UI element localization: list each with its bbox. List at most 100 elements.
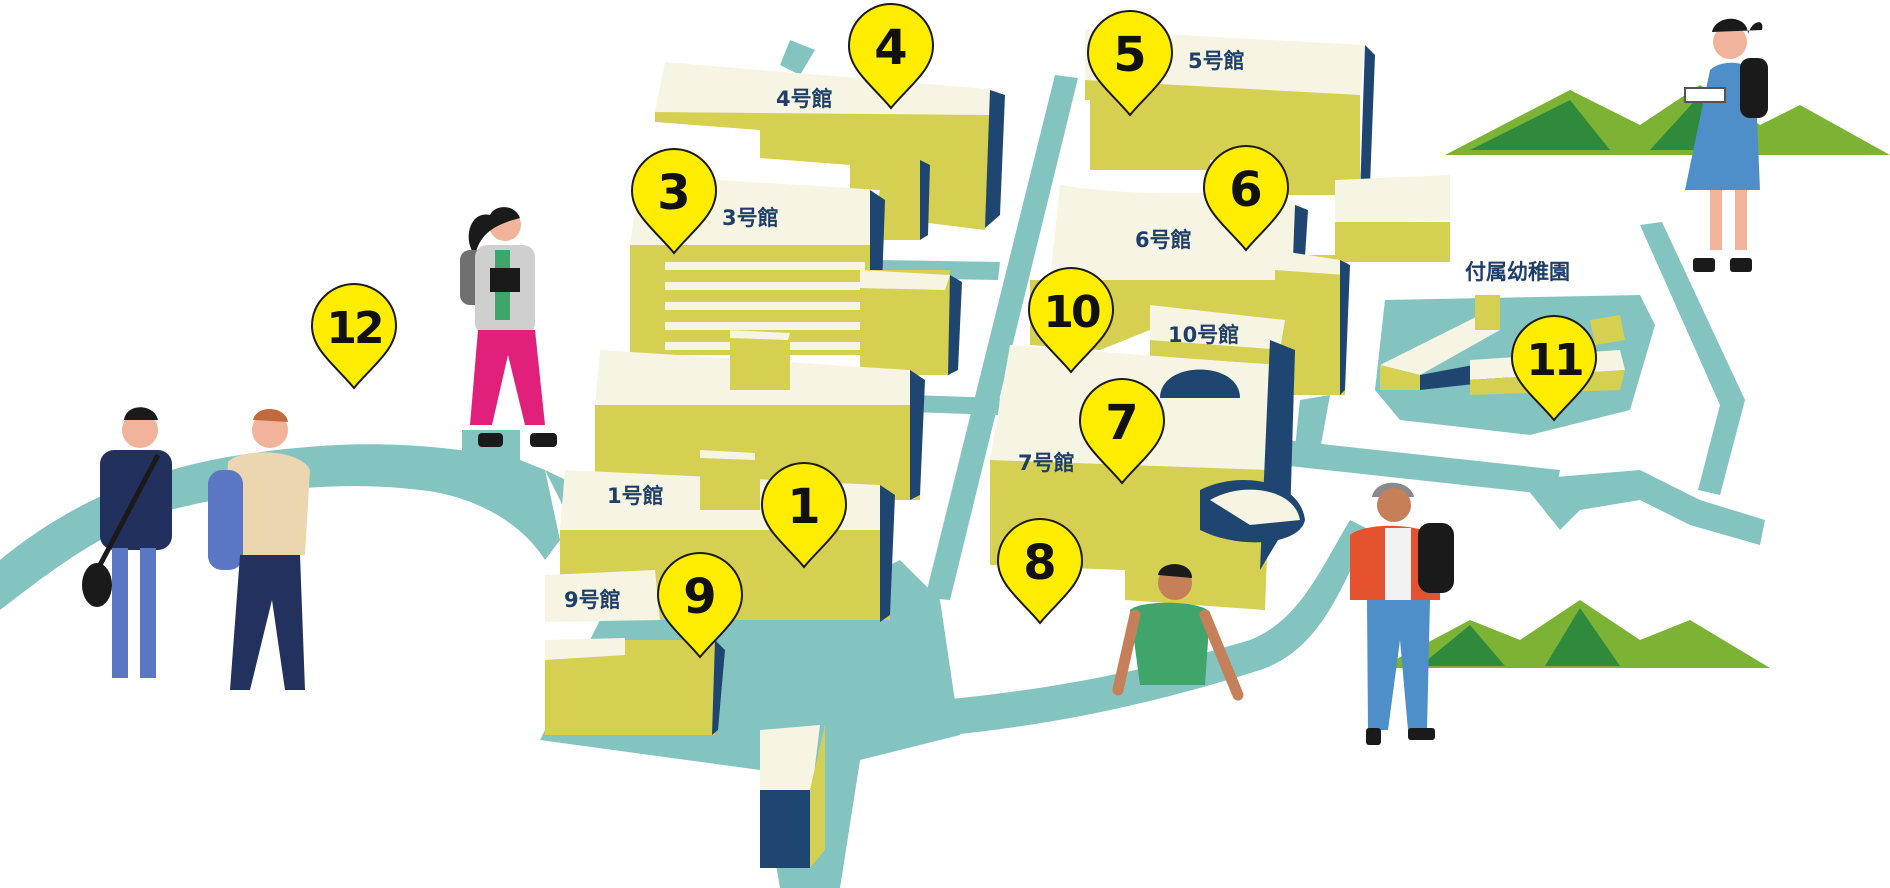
person-head [122, 412, 158, 448]
person-hair [253, 408, 288, 422]
person-leg [140, 548, 156, 678]
backpack-icon [1740, 58, 1768, 118]
person-shoe [478, 433, 503, 447]
map-pin-7[interactable]: 7 [1078, 377, 1166, 485]
person-shirt [1385, 528, 1411, 603]
building-4-wall [655, 112, 990, 230]
map-pin-11[interactable]: 11 [1510, 314, 1598, 422]
building-4-wing-side [920, 160, 930, 240]
building-9-side [712, 640, 725, 735]
building-9-top [545, 570, 660, 622]
building-9-roof [545, 638, 625, 660]
person-shoe [1693, 258, 1715, 272]
person-leg [1735, 190, 1747, 250]
building-9[interactable] [545, 570, 725, 735]
label-building-5: 5号館 [1188, 49, 1245, 73]
east-annex-top [1335, 175, 1450, 225]
road-north [780, 40, 815, 75]
building-4-side [985, 90, 1005, 228]
building-4-top [655, 62, 1000, 115]
building-6-wing-top [1275, 250, 1345, 275]
map-pin-number: 8 [1023, 535, 1056, 591]
label-building-7: 7号館 [1018, 451, 1075, 475]
person-head [1377, 488, 1411, 522]
label-building-3: 3号館 [722, 206, 779, 230]
map-pin-number: 10 [1043, 287, 1100, 338]
location-pins: 1 3 4 5 6 7 8 9 [310, 2, 1598, 659]
mountains-top-right [1445, 85, 1890, 155]
building-2-tower [730, 330, 790, 390]
person-shoe [530, 433, 557, 447]
building-10[interactable] [1150, 305, 1285, 365]
road-link-4 [910, 395, 1000, 415]
building-1-side [880, 485, 895, 622]
kg-wall-1 [1380, 365, 1420, 390]
map-pin-icon [1078, 377, 1166, 485]
label-building-1: 1号館 [607, 484, 664, 508]
label-kindergarten: 付属幼稚園 [1465, 260, 1570, 284]
south-tower-front [760, 790, 810, 868]
person-hair [124, 407, 158, 420]
person-shoe [1408, 728, 1435, 740]
map-pin-9[interactable]: 9 [656, 551, 744, 659]
kg-tower [1475, 295, 1500, 330]
book-icon [490, 268, 520, 292]
person-shoe [1366, 728, 1381, 745]
person-woman-blue [1684, 18, 1768, 272]
map-pin-8[interactable]: 8 [996, 517, 1084, 625]
mountain-shade [1470, 100, 1610, 150]
south-tower-top [760, 725, 820, 790]
building-5-side [1360, 45, 1375, 195]
backpack-icon [1418, 523, 1454, 593]
book-icon [1684, 87, 1726, 103]
stripe [665, 302, 865, 310]
person-shoe [1730, 258, 1752, 272]
map-pin-number: 4 [874, 20, 907, 76]
label-building-6: 6号館 [1135, 228, 1192, 252]
person-sweater [225, 452, 310, 555]
kg-top-1 [1380, 315, 1500, 375]
building-1-tower-top [700, 450, 755, 460]
person-pants [1367, 600, 1430, 730]
building-east-annex[interactable] [1335, 175, 1450, 262]
map-pin-10[interactable]: 10 [1027, 266, 1115, 374]
road-link-2 [1280, 440, 1560, 495]
building-1-tower [700, 450, 760, 510]
building-7-dome [1160, 369, 1240, 398]
person-leg [1710, 190, 1722, 250]
map-pin-icon [1510, 314, 1598, 422]
map-pin-3[interactable]: 3 [630, 147, 718, 255]
building-5-front [1090, 100, 1210, 170]
map-pin-icon [760, 461, 848, 569]
map-pin-1[interactable]: 1 [760, 461, 848, 569]
person-green-shirt [1112, 564, 1244, 701]
map-pin-number: 7 [1105, 395, 1138, 451]
backpack-icon [208, 470, 243, 570]
person-walking-pair [82, 407, 310, 690]
kg-east [1590, 315, 1625, 345]
map-pin-6[interactable]: 6 [1202, 144, 1290, 252]
person-shirt [1130, 602, 1210, 685]
building-10-top [1150, 305, 1285, 350]
map-pin-5[interactable]: 5 [1086, 9, 1174, 117]
building-3-east-top [860, 270, 950, 290]
map-pin-12[interactable]: 12 [310, 282, 398, 390]
map-pin-number: 3 [657, 165, 690, 221]
mountains-bottom-right [1380, 600, 1770, 668]
map-pin-icon [847, 2, 935, 110]
map-pin-icon [656, 551, 744, 659]
building-south-tower[interactable] [760, 725, 825, 868]
person-leg [112, 548, 128, 678]
person-head [1713, 25, 1747, 59]
map-pin-number: 12 [326, 303, 381, 354]
person-hair [1158, 564, 1192, 578]
building-3-east-side [948, 275, 962, 375]
building-2-tower-top [730, 330, 790, 340]
stripe [665, 322, 865, 330]
road-east [940, 520, 1370, 735]
map-pin-icon [1086, 9, 1174, 117]
map-pin-4[interactable]: 4 [847, 2, 935, 110]
building-labels: 4号館 3号館 1号館 9号館 5号館 6号館 10号館 7号館 付属幼稚園 [564, 49, 1570, 612]
building-7-rotunda-top [1210, 489, 1300, 525]
